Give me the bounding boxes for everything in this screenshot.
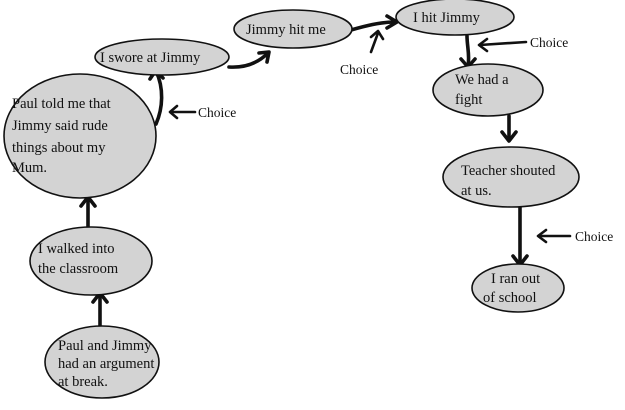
choice-labels: Choice Choice Choice Choice: [198, 35, 613, 244]
choice-label-3: Choice: [530, 35, 568, 50]
node-argument-line-3: at break.: [58, 374, 108, 390]
node-ran-out-line-2: of school: [483, 290, 537, 306]
choice-pointer-1-head: [168, 104, 179, 120]
node-ran-out: I ran out of school: [471, 263, 565, 313]
choice-pointer-3-head: [477, 37, 489, 53]
choice-label-1: Choice: [198, 105, 236, 120]
node-teacher-line-2: at us.: [461, 183, 492, 199]
choice-pointer-2-head: [369, 29, 385, 41]
choice-pointer-3: [478, 40, 528, 47]
arrow-swore-to-jimmy-hit: [227, 51, 270, 69]
node-jimmy-hit-line-1: Jimmy hit me: [246, 22, 326, 38]
node-swore-line-1: I swore at Jimmy: [100, 50, 201, 66]
choice-label-2: Choice: [340, 62, 378, 77]
node-fight-line-2: fight: [455, 92, 482, 108]
node-paul-told-line-3: things about my: [12, 140, 106, 156]
node-i-hit: I hit Jimmy: [395, 0, 515, 36]
node-fight-line-1: We had a: [455, 72, 509, 88]
node-i-hit-line-1: I hit Jimmy: [413, 10, 481, 26]
node-paul-told-line-1: Paul told me that: [12, 96, 111, 112]
node-paul-told-line-2: Jimmy said rude: [12, 118, 108, 134]
node-swore: I swore at Jimmy: [94, 38, 230, 76]
arrowhead-jimmy-hit: [257, 50, 271, 64]
choice-pointer-4-head: [536, 228, 548, 244]
node-jimmy-hit: Jimmy hit me: [233, 9, 353, 49]
node-paul-told: Paul told me that Jimmy said rude things…: [3, 73, 157, 199]
node-walked: I walked into the classroom: [29, 226, 153, 296]
node-argument-line-2: had an argument: [58, 356, 154, 372]
choice-pointers: [168, 29, 572, 244]
node-paul-told-line-4: Mum.: [12, 160, 47, 176]
arrow-i-hit-to-fight: [465, 34, 471, 68]
arrow-paul-told-to-swore: [154, 69, 164, 126]
choice-label-4: Choice: [575, 229, 613, 244]
node-walked-line-1: I walked into: [38, 241, 115, 257]
arrowhead-i-hit: [385, 14, 399, 30]
node-walked-line-2: the classroom: [38, 261, 119, 277]
node-argument-line-1: Paul and Jimmy: [58, 338, 152, 354]
arrowhead-teacher: [500, 130, 518, 143]
arrow-jimmy-hit-to-i-hit: [349, 20, 397, 32]
choice-pointer-2: [369, 31, 380, 54]
node-teacher-line-1: Teacher shouted: [461, 163, 556, 179]
node-fight: We had a fight: [432, 63, 544, 117]
node-ran-out-line-1: I ran out: [491, 271, 540, 287]
node-teacher: Teacher shouted at us.: [442, 146, 580, 208]
node-argument: Paul and Jimmy had an argument at break.: [44, 325, 160, 399]
